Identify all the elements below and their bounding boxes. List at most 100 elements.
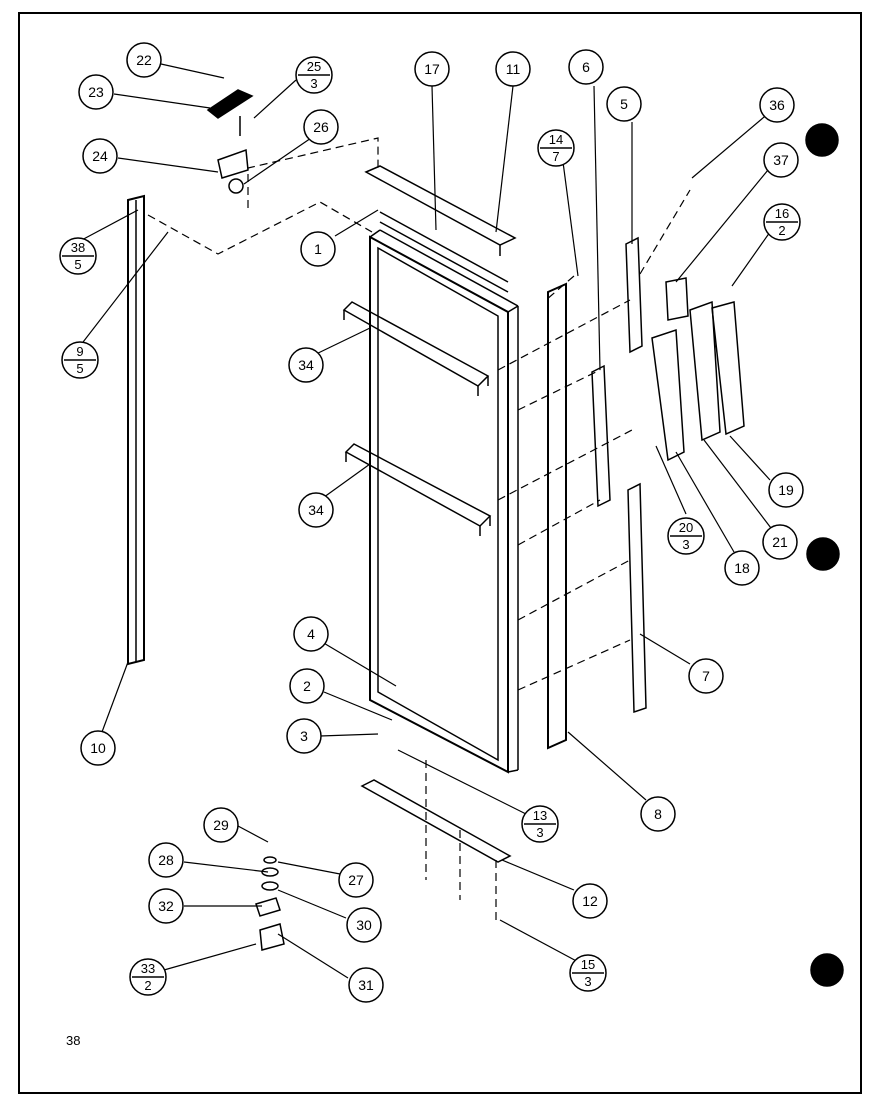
binder-hole	[806, 537, 840, 571]
svg-text:27: 27	[348, 872, 364, 888]
callout-31: 31	[348, 967, 384, 1003]
callout-10: 10	[80, 730, 116, 766]
svg-text:14: 14	[549, 132, 563, 147]
shelf-rail-upper	[342, 301, 490, 396]
handle-parts	[651, 277, 745, 462]
callout-26: 26	[303, 109, 339, 145]
svg-text:30: 30	[356, 917, 372, 933]
callout-25-3: 253	[295, 56, 333, 94]
svg-text:3: 3	[310, 76, 317, 91]
svg-text:32: 32	[158, 898, 174, 914]
callout-1: 1	[300, 231, 336, 267]
svg-text:3: 3	[682, 537, 689, 552]
callout-33-2: 332	[129, 958, 167, 996]
binder-hole	[805, 123, 839, 157]
svg-text:2: 2	[144, 978, 151, 993]
svg-text:17: 17	[424, 61, 440, 77]
callout-9-5: 95	[61, 341, 99, 379]
svg-text:26: 26	[313, 119, 329, 135]
retainer-7	[627, 482, 647, 714]
svg-text:1: 1	[314, 241, 322, 257]
callout-5: 5	[606, 86, 642, 122]
callout-8: 8	[640, 796, 676, 832]
binder-hole	[810, 953, 844, 987]
retainer-5	[625, 236, 643, 354]
svg-text:25: 25	[307, 59, 321, 74]
svg-text:3: 3	[584, 974, 591, 989]
top-trim-parts	[364, 165, 517, 293]
callout-14-7: 147	[537, 129, 575, 167]
svg-text:5: 5	[76, 361, 83, 376]
callout-23: 23	[78, 74, 114, 110]
callout-18: 18	[724, 550, 760, 586]
bottom-hinge-stack	[255, 856, 285, 951]
svg-text:4: 4	[307, 626, 315, 642]
callout-12: 12	[572, 883, 608, 919]
callout-30: 30	[346, 907, 382, 943]
callout-7: 7	[688, 658, 724, 694]
svg-text:24: 24	[92, 148, 108, 164]
svg-text:22: 22	[136, 52, 152, 68]
callout-27: 27	[338, 862, 374, 898]
callout-22: 22	[126, 42, 162, 78]
svg-text:13: 13	[533, 808, 547, 823]
svg-text:16: 16	[775, 206, 789, 221]
svg-text:29: 29	[213, 817, 229, 833]
callout-21: 21	[762, 524, 798, 560]
svg-text:6: 6	[582, 59, 590, 75]
svg-text:28: 28	[158, 852, 174, 868]
callout-2: 2	[289, 668, 325, 704]
svg-text:5: 5	[620, 96, 628, 112]
svg-text:8: 8	[654, 806, 662, 822]
bottom-trim-12	[360, 779, 512, 863]
svg-text:15: 15	[581, 957, 595, 972]
gasket-strip	[127, 194, 145, 666]
svg-text:38: 38	[71, 240, 85, 255]
callout-15-3: 153	[569, 954, 607, 992]
svg-text:34: 34	[298, 357, 314, 373]
side-rail-8	[547, 282, 567, 750]
svg-text:5: 5	[74, 257, 81, 272]
svg-text:7: 7	[552, 149, 559, 164]
svg-text:3: 3	[300, 728, 308, 744]
callout-13-3: 133	[521, 805, 559, 843]
callout-24: 24	[82, 138, 118, 174]
callout-38-5: 385	[59, 237, 97, 275]
callout-34a: 34	[288, 347, 324, 383]
svg-text:23: 23	[88, 84, 104, 100]
svg-text:2: 2	[778, 223, 785, 238]
svg-text:11: 11	[506, 61, 521, 77]
svg-text:3: 3	[536, 825, 543, 840]
diagram-border	[18, 12, 862, 1094]
callout-11: 11	[495, 51, 531, 87]
door-panel	[369, 229, 519, 774]
svg-text:19: 19	[778, 482, 794, 498]
svg-text:36: 36	[769, 97, 785, 113]
assembly-lines	[147, 137, 691, 922]
shelf-rail-lower	[344, 443, 492, 536]
svg-text:21: 21	[772, 534, 788, 550]
callout-37: 37	[763, 142, 799, 178]
svg-text:31: 31	[358, 977, 374, 993]
svg-text:10: 10	[90, 740, 106, 756]
leader-lines	[77, 63, 775, 979]
svg-text:20: 20	[679, 520, 693, 535]
callout-28: 28	[148, 842, 184, 878]
callout-4: 4	[293, 616, 329, 652]
callout-19: 19	[768, 472, 804, 508]
callout-29: 29	[203, 807, 239, 843]
callout-34b: 34	[298, 492, 334, 528]
callout-3: 3	[286, 718, 322, 754]
callout-20-3: 203	[667, 517, 705, 555]
svg-text:34: 34	[308, 502, 324, 518]
svg-text:18: 18	[734, 560, 750, 576]
page-number: 38	[66, 1033, 81, 1048]
callout-36: 36	[759, 87, 795, 123]
callout-16-2: 162	[763, 203, 801, 241]
top-hinge	[206, 89, 254, 194]
svg-text:33: 33	[141, 961, 155, 976]
svg-text:12: 12	[582, 893, 598, 909]
